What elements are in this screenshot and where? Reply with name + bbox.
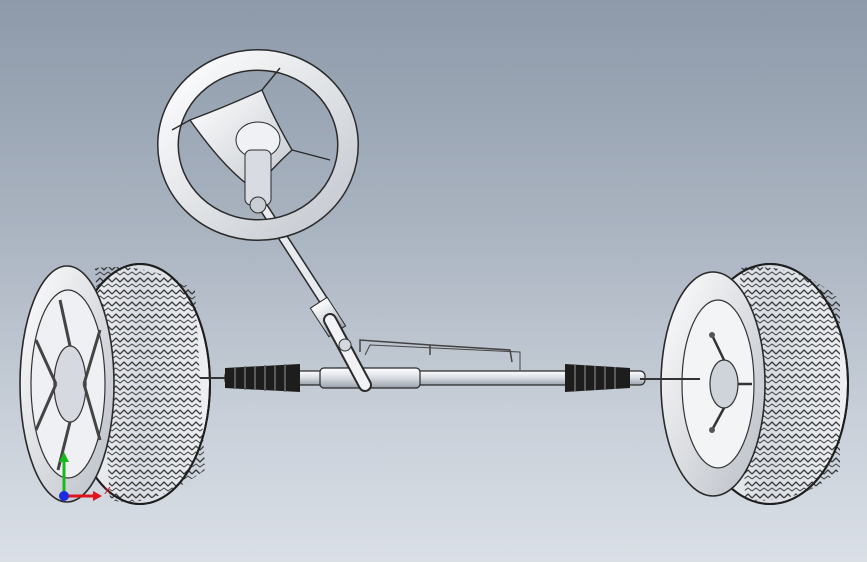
coordinate-triad: X [50,440,120,510]
right-rim [660,271,766,497]
triad-z-axis [59,491,69,501]
left-rim [19,265,115,503]
left-tire[interactable] [19,263,211,505]
steering-wheel[interactable] [157,49,359,241]
left-tie-rod-boot [225,364,300,392]
right-tire[interactable] [660,263,849,505]
triad-x-label: X [104,486,111,497]
right-tie-rod-boot [565,364,630,392]
